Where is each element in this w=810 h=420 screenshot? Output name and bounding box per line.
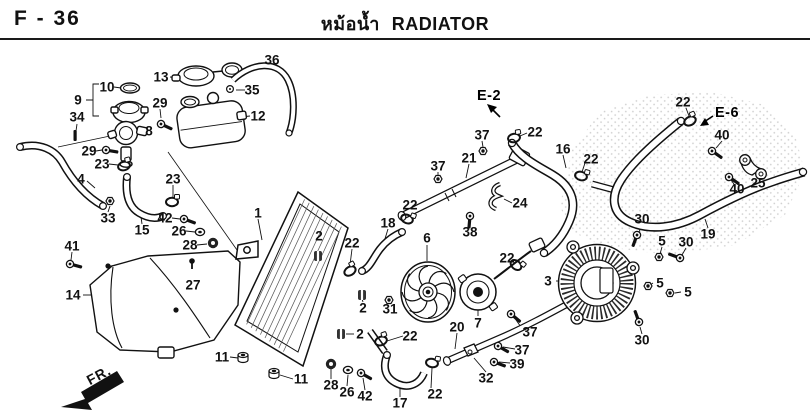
clamp-22 <box>340 259 360 279</box>
page-code: F - 36 <box>14 7 81 30</box>
pin-34 <box>73 130 77 141</box>
fan-motor-wire <box>493 250 532 280</box>
nut-33 <box>105 196 115 206</box>
filler-neck-8 <box>107 120 149 168</box>
fr-arrow-icon <box>61 371 124 410</box>
collar-26 <box>342 365 354 375</box>
bolt-41 <box>64 258 84 272</box>
mount-rubber-2 <box>358 290 366 300</box>
cooling-fan <box>400 261 456 323</box>
mount-rubber-2 <box>314 251 322 261</box>
nut-37 <box>433 174 443 184</box>
hose-15 <box>122 176 165 222</box>
bolt-42 <box>355 367 375 384</box>
header-divider <box>0 38 810 40</box>
center-hoses <box>358 146 590 390</box>
fan-motor-connector <box>528 237 546 253</box>
cushion-11 <box>237 351 249 364</box>
collar-26 <box>194 227 206 237</box>
bolt-38 <box>464 211 475 230</box>
air-guide-panel <box>89 250 241 359</box>
fan-shroud <box>557 240 640 325</box>
reserve-tank-cap <box>171 62 243 87</box>
nut-37 <box>478 146 488 156</box>
grommet-28 <box>325 358 337 370</box>
left-hoses <box>16 141 168 222</box>
bolt-29 <box>155 118 175 134</box>
nut-31 <box>384 295 394 305</box>
engine-silhouette-hatch <box>560 92 805 255</box>
fan-motor <box>457 237 546 312</box>
right-hoses <box>507 116 808 258</box>
bolt-42 <box>178 213 198 228</box>
radiator-cap-assembly <box>73 82 149 168</box>
grommet-28 <box>207 237 219 249</box>
mount-rubber-2 <box>337 329 345 339</box>
bolt-30 <box>630 308 645 328</box>
clamp-22 <box>424 353 442 370</box>
radiator <box>234 190 388 368</box>
clamp-22 <box>507 254 528 275</box>
nut-5 <box>643 281 653 291</box>
reserve-tank-assembly <box>171 62 297 149</box>
bolt-29 <box>101 145 120 157</box>
page-title-thai: หม้อน้ำ <box>320 14 380 34</box>
cushion-11 <box>268 367 280 380</box>
page-title: หม้อน้ำ RADIATOR <box>0 9 810 38</box>
page-title-english: RADIATOR <box>391 14 490 34</box>
nut-5 <box>654 252 664 262</box>
connector-ref-arrows <box>487 104 714 126</box>
hose-stay-25 <box>739 154 767 180</box>
bolt-39 <box>488 356 508 371</box>
nut-5 <box>665 288 675 298</box>
bolt-37 <box>505 308 524 326</box>
